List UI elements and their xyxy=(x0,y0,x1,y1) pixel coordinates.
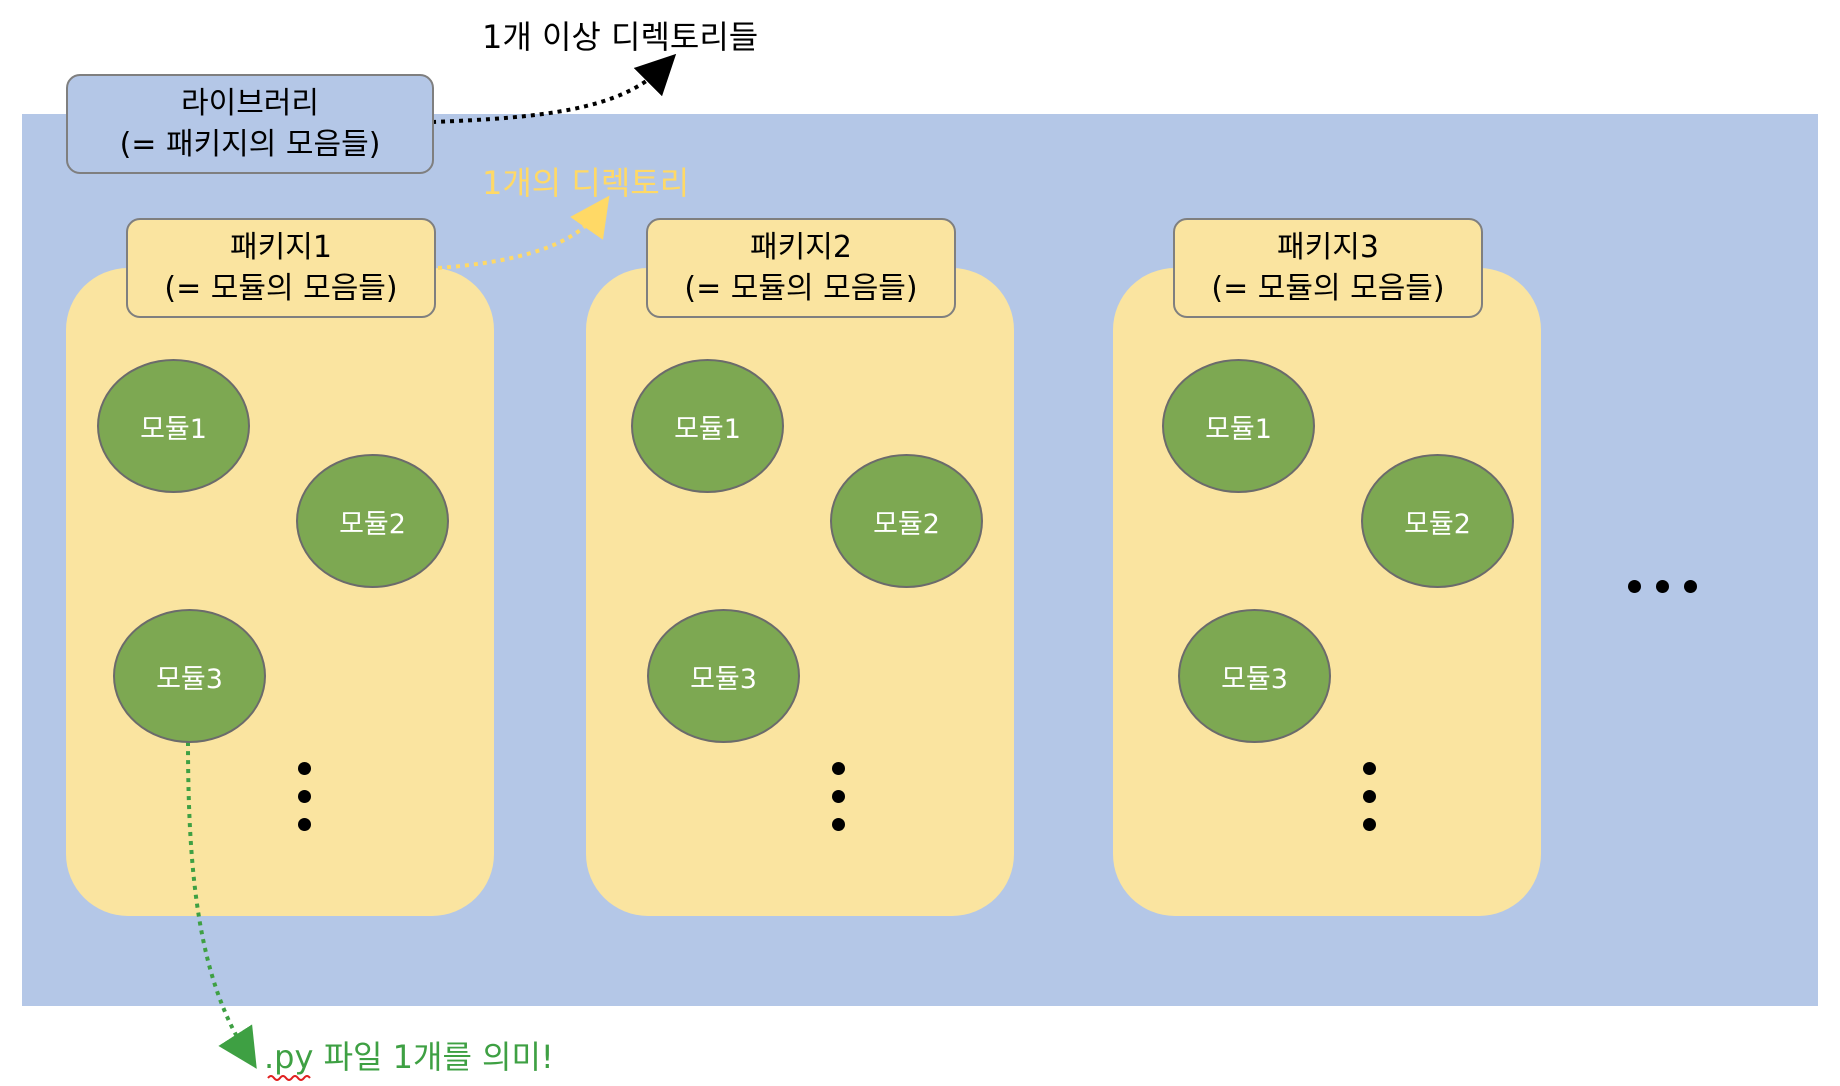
library-title: 라이브러리 xyxy=(181,86,319,121)
package-3-more-dot xyxy=(1363,818,1376,831)
package-note-arrow xyxy=(437,195,610,270)
package-1-module-1: 모듈1 xyxy=(97,359,250,493)
library-note-arrow xyxy=(431,53,677,124)
package-1-module-2: 모듈2 xyxy=(296,454,449,588)
package-1-label: 패키지1 (= 모듈의 모음들) xyxy=(126,218,436,318)
more-packages-dot xyxy=(1684,580,1697,593)
module-note-ext: .py xyxy=(264,1038,314,1076)
package-1-subtitle: (= 모듈의 모음들) xyxy=(164,271,398,306)
package-3-more-dot xyxy=(1363,790,1376,803)
package-1-title: 패키지1 xyxy=(230,230,332,265)
package-3-more-dot xyxy=(1363,762,1376,775)
package-2-module-2: 모듈2 xyxy=(830,454,983,588)
package-1-module-3: 모듈3 xyxy=(113,609,266,743)
package-2-title: 패키지2 xyxy=(750,230,852,265)
package-3-body xyxy=(1113,268,1541,916)
package-2-more-dot xyxy=(832,818,845,831)
package-1-more-dot xyxy=(298,790,311,803)
package-3-module-2: 모듈2 xyxy=(1361,454,1514,588)
package-3-module-3: 모듈3 xyxy=(1178,609,1331,743)
package-3-title: 패키지3 xyxy=(1277,230,1379,265)
library-note: 1개 이상 디렉토리들 xyxy=(482,18,759,56)
library-subtitle: (= 패키지의 모음들) xyxy=(119,127,381,162)
more-packages-dot xyxy=(1656,580,1669,593)
package-3-subtitle: (= 모듈의 모음들) xyxy=(1211,271,1445,306)
more-packages-dot xyxy=(1628,580,1641,593)
package-note: 1개의 디렉토리 xyxy=(482,164,690,202)
spellcheck-squiggle xyxy=(267,1075,311,1081)
module-note: .py 파일 1개를 의미! xyxy=(264,1032,554,1078)
package-2-module-3: 모듈3 xyxy=(647,609,800,743)
package-2-more-dot xyxy=(832,762,845,775)
module-note-arrow xyxy=(186,741,257,1069)
package-2-more-dot xyxy=(832,790,845,803)
package-3-module-1: 모듈1 xyxy=(1162,359,1315,493)
package-3-label: 패키지3 (= 모듈의 모음들) xyxy=(1173,218,1483,318)
library-label: 라이브러리 (= 패키지의 모음들) xyxy=(66,74,434,174)
package-2-label: 패키지2 (= 모듈의 모음들) xyxy=(646,218,956,318)
package-2-subtitle: (= 모듈의 모음들) xyxy=(684,271,918,306)
package-1-more-dot xyxy=(298,818,311,831)
package-2-module-1: 모듈1 xyxy=(631,359,784,493)
module-note-text: 파일 1개를 의미! xyxy=(313,1038,554,1076)
package-1-more-dot xyxy=(298,762,311,775)
